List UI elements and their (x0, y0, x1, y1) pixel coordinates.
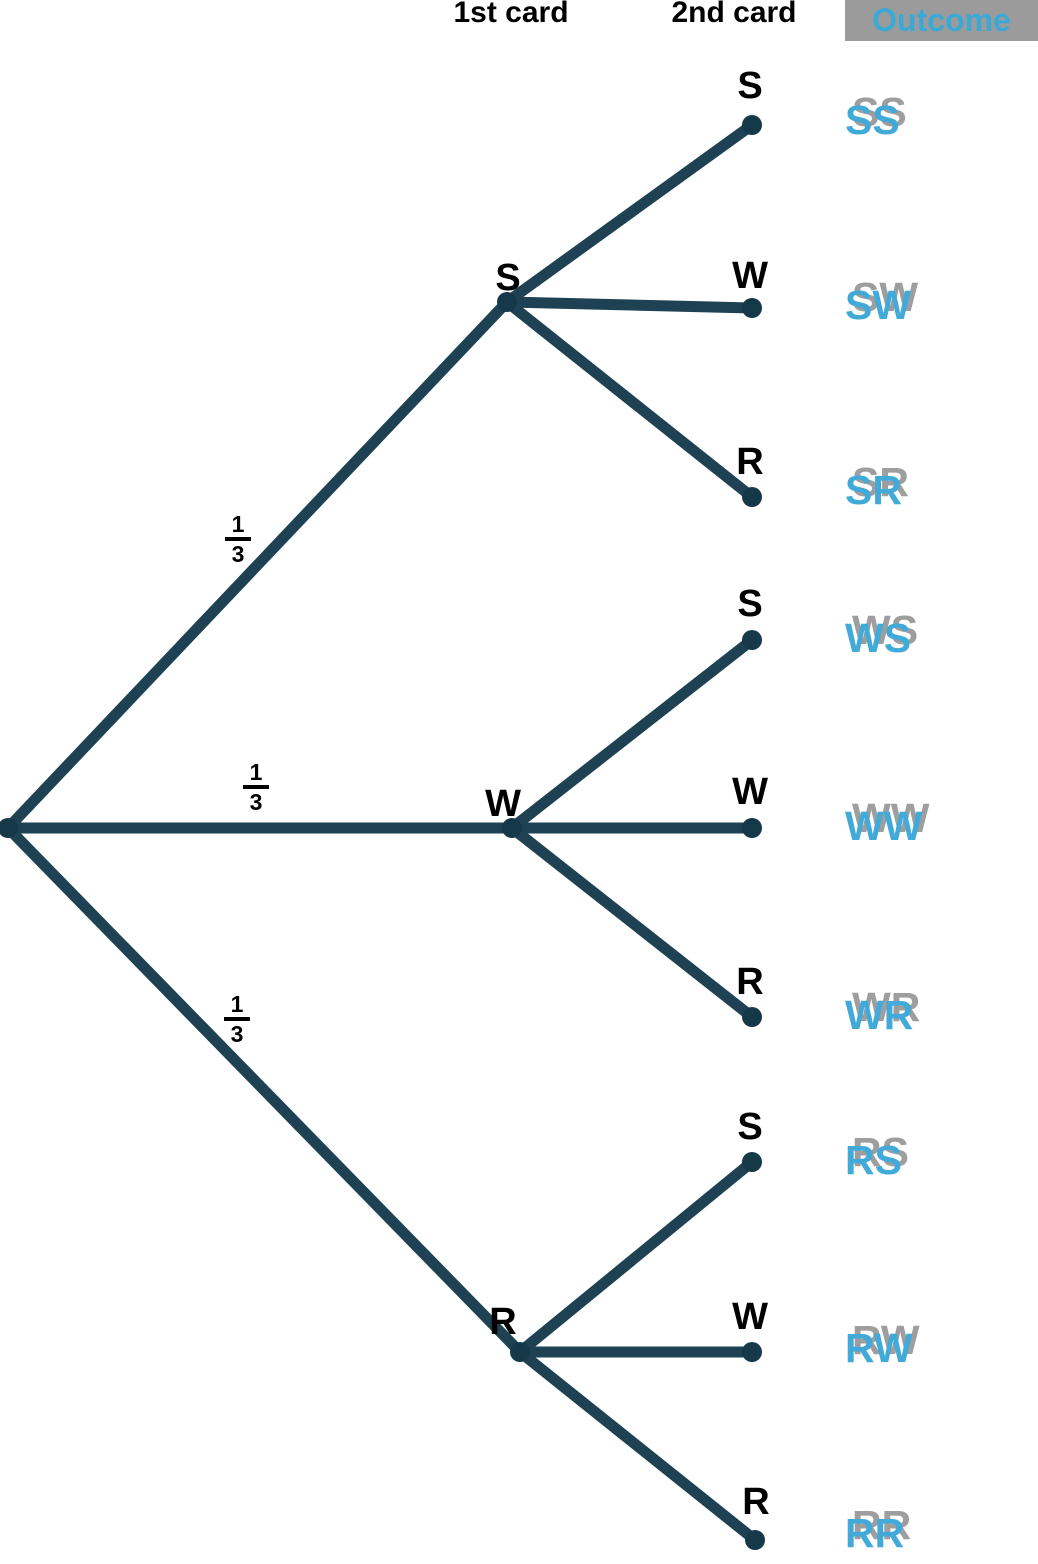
outcome-WW: WW (845, 803, 923, 849)
leaf-dot-SW (742, 298, 762, 318)
leaf-label-RS: S (737, 1106, 763, 1148)
branch-R-to-RR (514, 1346, 761, 1546)
leaf-dot-RW (742, 1342, 762, 1362)
branch-S-to-SS (501, 119, 758, 308)
leaf-label-WR: R (736, 961, 764, 1003)
outcome-SR: SR (845, 467, 902, 513)
outcome-WS: WS (845, 615, 912, 661)
node-label-S: S (495, 257, 521, 299)
leaf-dot-WS (742, 630, 762, 650)
leaf-label-WS: S (737, 583, 763, 625)
branch-S-to-SW (501, 296, 758, 314)
probability-numerator: 1 (231, 511, 245, 537)
probability-root-to-W: 1 3 (241, 760, 271, 814)
outcome-SW: SW (845, 282, 912, 328)
probability-denominator: 3 (249, 789, 263, 815)
fraction-bar (225, 537, 251, 541)
leaf-label-SR: R (736, 441, 764, 483)
leaf-dot-WW (742, 818, 762, 838)
column-header-second-card: 2nd card (671, 0, 797, 29)
probability-numerator: 1 (249, 759, 263, 785)
leaf-dot-SR (742, 487, 762, 507)
column-header-outcome-label: Outcome (872, 2, 1011, 38)
node-label-R: R (489, 1301, 517, 1343)
node-dot-R (510, 1342, 530, 1362)
leaf-label-RR: R (742, 1481, 770, 1523)
node-label-W: W (485, 783, 521, 825)
probability-denominator: 3 (231, 541, 245, 567)
leaf-label-SS: S (737, 65, 763, 107)
branch-root-to-S (2, 296, 513, 834)
leaf-label-WW: W (732, 771, 768, 813)
node-dot-S (497, 292, 517, 312)
root-node-dot (0, 818, 18, 838)
branch-W-to-WR (506, 822, 758, 1023)
branch-root-to-R (2, 822, 526, 1358)
column-header-first-card: 1st card (453, 0, 569, 29)
node-dot-W (502, 818, 522, 838)
column-header-outcome: Outcome (845, 0, 1038, 41)
outcome-RS: RS (845, 1137, 902, 1183)
outcome-WR: WR (845, 992, 914, 1038)
leaf-dot-SS (742, 115, 762, 135)
fraction-bar (243, 785, 269, 789)
branch-S-to-SR (501, 296, 758, 503)
probability-root-to-S: 1 3 (223, 512, 253, 566)
outcome-SS: SS (845, 97, 900, 143)
leaf-label-SW: W (732, 255, 768, 297)
probability-numerator: 1 (230, 991, 244, 1017)
branch-R-to-RS (514, 1156, 758, 1358)
leaf-dot-RR (745, 1530, 765, 1550)
probability-denominator: 3 (230, 1021, 244, 1047)
outcome-RR: RR (845, 1510, 905, 1556)
leaf-label-RW: W (732, 1296, 768, 1338)
leaf-dot-WR (742, 1007, 762, 1027)
branch-W-to-WS (506, 634, 758, 834)
leaf-dot-RS (742, 1152, 762, 1172)
outcome-RW: RW (845, 1325, 913, 1371)
probability-root-to-R: 1 3 (222, 992, 252, 1046)
fraction-bar (224, 1017, 250, 1021)
